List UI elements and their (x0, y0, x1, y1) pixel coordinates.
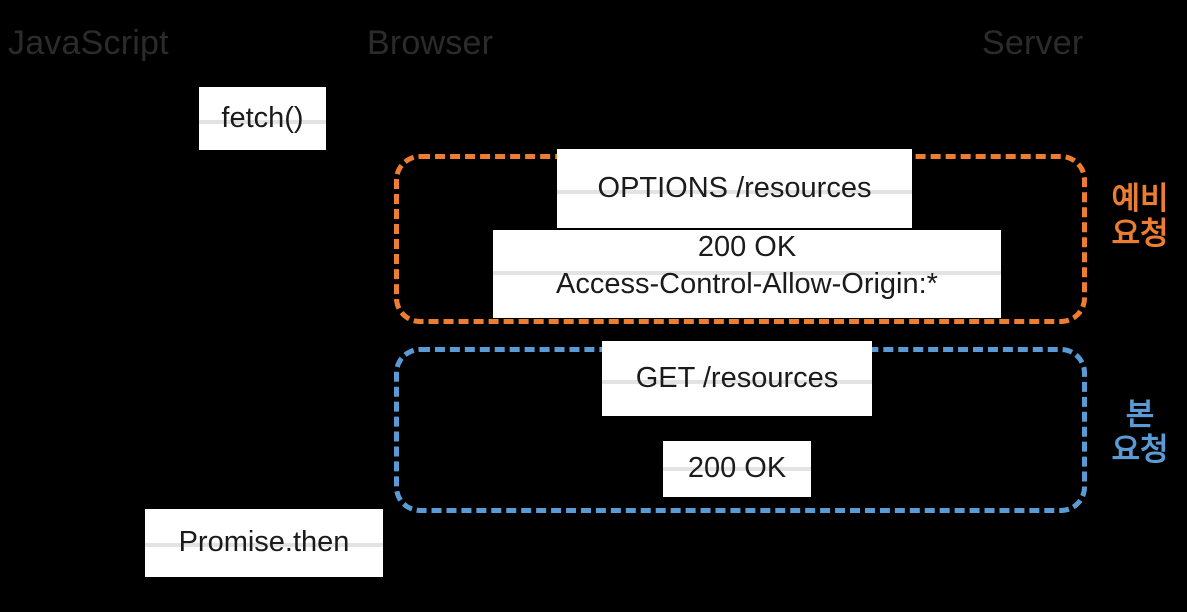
group-caption-preflight-line1: 예비 (1111, 181, 1169, 216)
group-caption-main-line2: 요청 (1111, 431, 1169, 467)
group-caption-main-line1: 본 (1125, 397, 1155, 432)
connector-line-get (602, 380, 872, 384)
connector-line-options (557, 190, 912, 194)
message-label-get: GET /resources (635, 361, 839, 394)
message-label-acao-header: Access-Control-Allow-Origin:* (556, 268, 938, 301)
message-label-options: OPTIONS /resources (597, 171, 872, 204)
message-label-preflight-status: 200 OK (697, 231, 797, 263)
lane-label-javascript: JavaScript (8, 24, 169, 62)
message-label-fetch: fetch() (221, 101, 304, 134)
message-box-get: GET /resources (602, 341, 872, 416)
message-label-promise-then: Promise.then (178, 526, 350, 559)
message-box-preflight-response: 200 OK Access-Control-Allow-Origin:* (493, 230, 1001, 318)
lane-label-server: Server (982, 24, 1084, 62)
message-label-main-status: 200 OK (687, 452, 787, 485)
connector-line-promise-then (145, 543, 383, 547)
message-box-promise-then: Promise.then (145, 509, 383, 577)
connector-line-preflight-response (493, 271, 1001, 275)
message-box-options: OPTIONS /resources (557, 149, 912, 228)
message-box-fetch: fetch() (199, 87, 326, 150)
lane-label-browser: Browser (367, 24, 494, 62)
message-box-main-response: 200 OK (663, 441, 811, 497)
group-caption-preflight-line2: 요청 (1111, 215, 1169, 251)
connector-line-fetch (199, 120, 326, 124)
connector-line-main-response (663, 467, 811, 471)
